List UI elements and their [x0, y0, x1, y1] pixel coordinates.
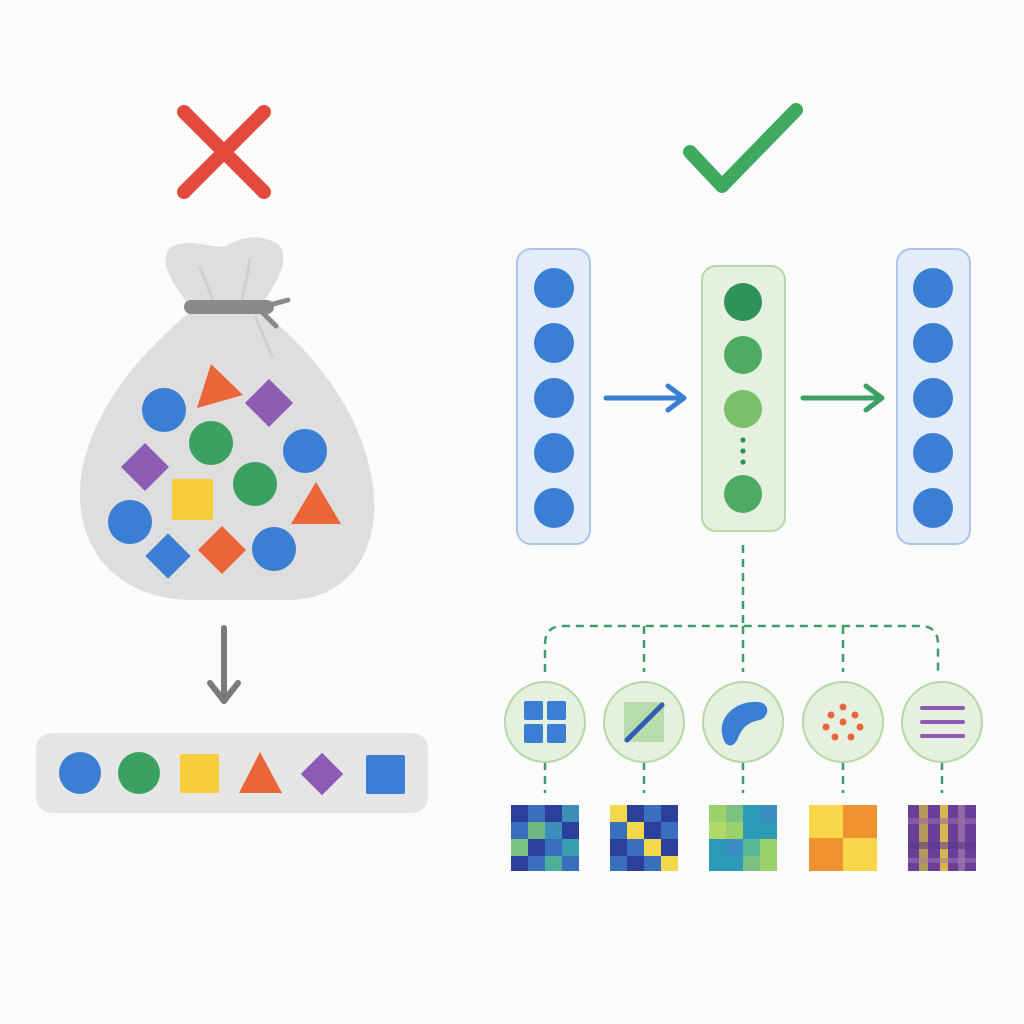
heatmap-green-teal — [709, 805, 777, 871]
bag-circle — [233, 462, 277, 506]
input-layer — [516, 248, 591, 545]
input-node — [534, 433, 574, 473]
grid-icon — [524, 701, 566, 743]
heatmap-yellow-orange — [809, 805, 877, 871]
bag-circle — [189, 421, 233, 465]
bag-diamond — [145, 533, 191, 579]
result-square-blue — [366, 755, 405, 794]
input-node — [534, 323, 574, 363]
hidden-node — [724, 390, 762, 428]
bag-square — [172, 479, 213, 520]
feature-curve — [702, 681, 784, 763]
output-node — [913, 378, 953, 418]
output-node — [913, 488, 953, 528]
green-arrow-icon — [800, 383, 885, 413]
hidden-node — [724, 283, 762, 321]
bag-contents — [108, 364, 341, 579]
dashed-connectors — [543, 545, 944, 793]
heatmap-blue-green — [511, 805, 579, 871]
hidden-node — [724, 336, 762, 374]
horizontal-lines-icon — [920, 706, 965, 738]
check-icon — [683, 103, 803, 193]
output-node — [913, 268, 953, 308]
feature-circles — [504, 681, 983, 763]
blue-arrow-icon — [603, 383, 687, 413]
feature-grid — [504, 681, 586, 763]
output-node — [913, 323, 953, 363]
result-circle-green — [118, 752, 160, 794]
result-circle-blue — [59, 752, 101, 794]
heatmap-purple-stripes — [908, 805, 976, 871]
bag-circle — [283, 429, 327, 473]
output-layer — [896, 248, 971, 545]
bag-diamond — [120, 442, 170, 492]
cross-icon — [177, 105, 271, 199]
curve-icon — [721, 701, 768, 746]
ellipsis-icon — [740, 437, 746, 465]
result-square-yellow — [180, 754, 219, 793]
result-triangle-orange — [239, 752, 282, 793]
heatmap-blue-yellow — [610, 805, 678, 871]
bag-circle — [252, 527, 296, 571]
feature-lines — [901, 681, 983, 763]
result-row — [36, 733, 428, 813]
bag-triangle — [197, 364, 243, 408]
bag-triangle — [291, 482, 341, 524]
bag-circle — [142, 388, 186, 432]
input-node — [534, 268, 574, 308]
feature-diagonal — [603, 681, 685, 763]
dots-icon — [822, 703, 864, 741]
bag-circle — [108, 500, 152, 544]
bag-diamond — [244, 378, 294, 428]
input-node — [534, 378, 574, 418]
feature-dots — [802, 681, 884, 763]
input-node — [534, 488, 574, 528]
output-node — [913, 433, 953, 473]
diagonal-line-icon — [624, 702, 665, 743]
hidden-layer — [701, 265, 786, 532]
heatmaps — [511, 805, 976, 871]
bag-diamond — [197, 525, 247, 575]
down-arrow-icon — [207, 625, 241, 704]
hidden-node — [724, 475, 762, 513]
